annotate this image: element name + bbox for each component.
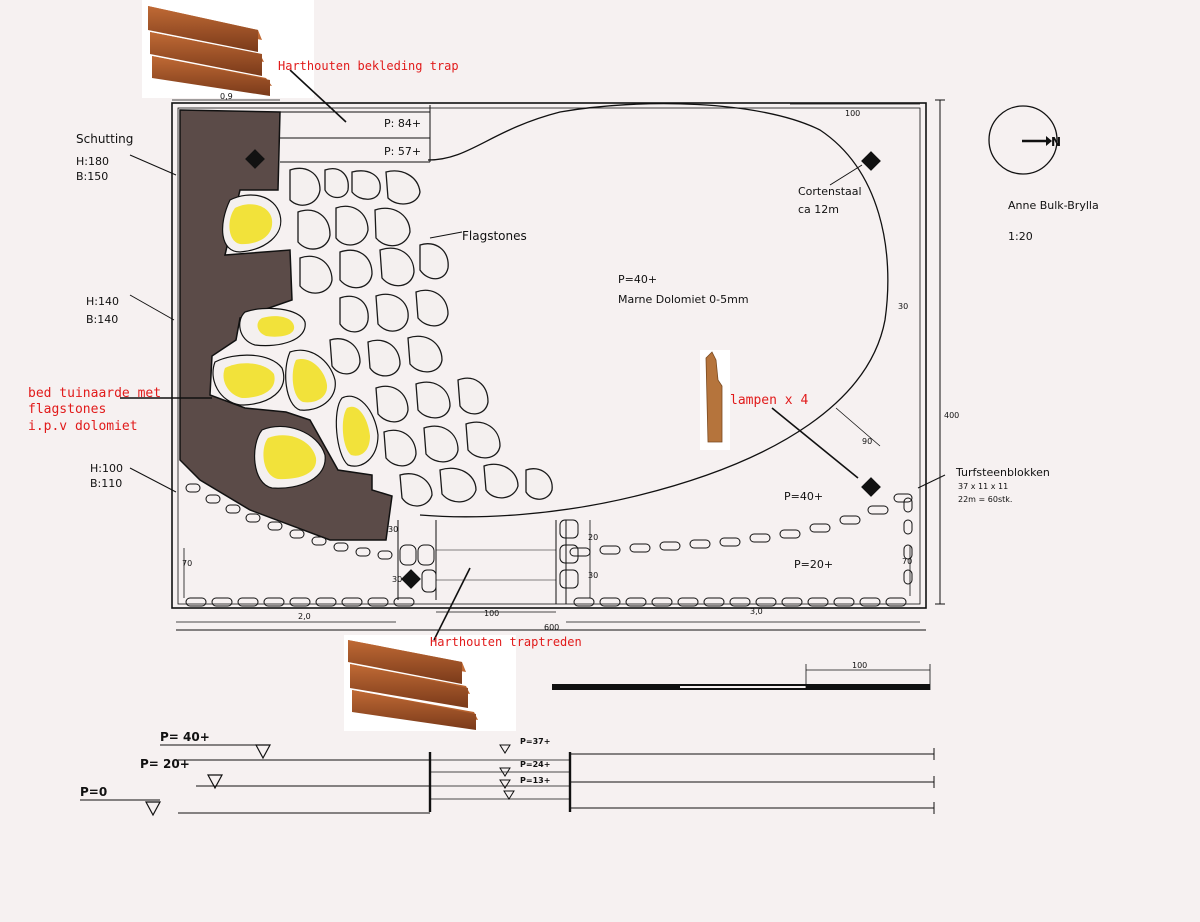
label-bed-line1: bed tuinaarde met [28,386,161,401]
level-p40: P=40+ [784,490,823,503]
lamp-leader [771,407,859,479]
fence-height-140: H:140 [86,295,119,308]
dim-400: 400 [944,411,959,420]
label-flagstones: Flagstones [462,229,527,243]
author-name: Anne Bulk-Brylla [1008,199,1099,212]
section-level-20: P= 20+ [140,757,190,771]
dim-30-c: 30 [588,571,598,580]
lamp-marker [401,569,421,589]
drawing-scale: 1:20 [1008,230,1033,243]
level-gravel: P=40+ [618,273,657,286]
dim-20: 2,0 [298,612,311,621]
lamp-marker [861,151,881,171]
turfsteen-amount: 22m = 60stk. [958,495,1012,504]
section-level-40: P= 40+ [160,730,210,744]
garden-boundary [171,102,927,609]
wood-image-top [142,0,314,98]
label-bed-line3: i.p.v dolomiet [28,419,138,434]
dim-30-b: 30 [392,575,402,584]
fence-width-150: B:150 [76,170,108,183]
level-p57: P: 57+ [384,145,421,158]
north-label: N [1051,135,1061,149]
section-level-0: P=0 [80,785,107,799]
bed-flagstones [212,194,379,489]
dim-70-right: 70 [902,557,912,566]
dim-09: 0,9 [220,92,233,101]
lamp-marker [861,477,881,497]
label-turfsteen: Turfsteenblokken [955,466,1050,479]
dim-90: 90 [862,437,872,446]
label-corten-length: ca 12m [798,203,839,216]
dim-30-a: 30 [388,525,398,534]
scale-bar: 100 [552,661,931,690]
dim-30-side: 30 [898,302,908,311]
dim-30: 3,0 [750,607,763,616]
label-dolomiet: Marne Dolomiet 0-5mm [618,293,749,306]
label-lamps: lampen x 4 [730,393,808,408]
dim-70-left: 70 [182,559,192,568]
turf-stone-border [185,483,913,607]
scale-label: 100 [852,661,867,670]
fence-width-110: B:110 [90,477,122,490]
dim-100-top: 100 [845,109,860,118]
level-p84: P: 84+ [384,117,421,130]
label-treads: Harthouten traptreden [430,635,582,649]
dimension-lines [172,99,945,631]
flagstones-field [289,167,553,507]
dim-100-bottom: 100 [484,609,499,618]
lamp-marker [245,149,265,169]
fence-width-140: B:140 [86,313,118,326]
dim-20-b: 20 [588,533,598,542]
dim-600: 600 [544,623,559,632]
dolomite-area [419,103,889,518]
label-cortenstaal: Cortenstaal [798,185,862,198]
fence-height-100: H:100 [90,462,123,475]
section-step-3: P=13+ [520,776,550,785]
section-step-2: P=24+ [520,760,550,769]
turfsteen-size: 37 x 11 x 11 [958,482,1008,491]
level-p20: P=20+ [794,558,833,571]
lamp-image [700,350,730,450]
wood-image-bottom [344,635,516,731]
north-arrow: N [988,105,1061,175]
top-steps: P: 84+ P: 57+ [280,105,431,163]
label-bed-line2: flagstones [28,402,106,417]
label-schutting: Schutting [76,132,133,146]
section-step-1: P=37+ [520,737,550,746]
fence-height-180: H:180 [76,155,109,168]
label-cladding: Harthouten bekleding trap [278,59,459,73]
section-elevation: P= 40+ P= 20+ P=0 P=37+ P=24+ P=13+ [80,730,935,817]
steps-area [397,519,579,604]
